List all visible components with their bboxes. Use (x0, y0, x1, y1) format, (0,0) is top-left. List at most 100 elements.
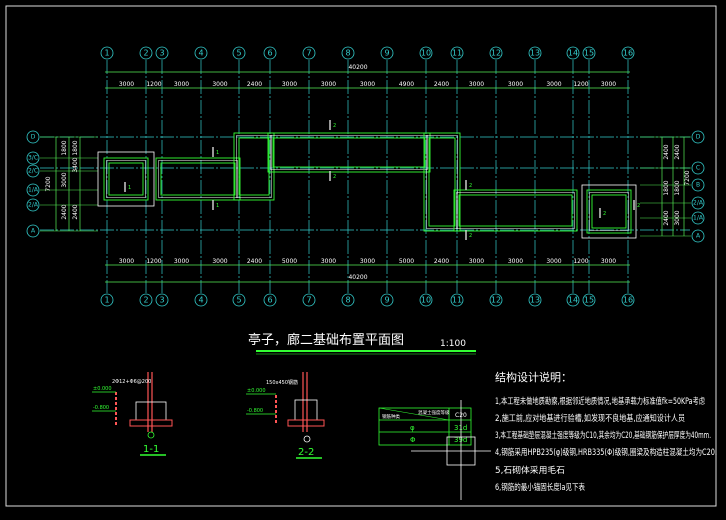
axis-label: 13 (530, 296, 540, 305)
section-cut-label: 1 (216, 203, 219, 209)
corridor-foundation-wall (423, 132, 461, 232)
axis-bubble (621, 46, 635, 60)
axis-bubble (26, 224, 40, 238)
notes-title: 结构设计说明： (495, 370, 572, 384)
table-header: 混凝土强度等级 (418, 409, 450, 416)
axis-bubble (489, 46, 503, 60)
axis-bubble (691, 178, 705, 192)
axis-bubble (139, 293, 153, 307)
axis-bubble (691, 161, 705, 175)
axis-bubble (263, 293, 277, 307)
axis-bubble (450, 46, 464, 60)
axis-bubble (194, 293, 208, 307)
left-pavilion-footing (108, 162, 144, 196)
corridor-foundation-wall (233, 132, 275, 201)
elevation-label: ±0.000 (93, 386, 112, 392)
axis-label: 12 (491, 296, 501, 305)
dimension-text: 3000 (321, 81, 336, 88)
dimension-text: 5000 (399, 258, 414, 265)
section-cut-label: 1 (128, 185, 131, 191)
axis-bubble (26, 183, 40, 197)
design-notes: 结构设计说明： 1,本工程未做地质勘察,根据邻近地质情况,地基承载力标准值fk=… (495, 370, 717, 493)
dimension-text: 3000 (174, 81, 189, 88)
axis-bubble (26, 164, 40, 178)
left-pavilion-outline (97, 151, 155, 207)
axis-bubble (100, 293, 114, 307)
axis-bubble (582, 46, 596, 60)
elevation-label: -0.800 (247, 408, 263, 414)
section-cut-label: 1 (216, 150, 219, 156)
section-cut-label: 2 (333, 174, 336, 180)
dimension-text: 1800 (663, 180, 670, 195)
axis-bubble (621, 293, 635, 307)
dimension-text: 1200 (573, 258, 588, 265)
axis-label: B (696, 182, 700, 189)
corridor-foundation-wall (155, 157, 241, 201)
axis-label: 14 (568, 49, 578, 58)
corridor-foundation-wall (158, 160, 238, 198)
section-label: 2-2 (298, 447, 314, 458)
axis-bubble (528, 293, 542, 307)
axis-bubble (26, 198, 40, 212)
section-label: 1-1 (143, 444, 159, 455)
axis-bubble (232, 46, 246, 60)
axis-label: 11 (452, 296, 462, 305)
axis-label: 10 (421, 49, 431, 58)
dimension-text: 3000 (360, 81, 375, 88)
axis-bubble (691, 211, 705, 225)
axis-bubble (155, 46, 169, 60)
axis-label: 2/A (28, 202, 39, 209)
axis-bubble (139, 46, 153, 60)
axis-label: 1/A (693, 215, 704, 222)
note-item: 2,施工前,应对地基进行验槽,如发现不良地基,应通知设计人员 (495, 413, 685, 424)
corridor-foundation-wall (272, 137, 426, 168)
axis-bubble (341, 46, 355, 60)
axis-label: 2/A (693, 200, 704, 207)
table-cell: Φ (410, 436, 416, 444)
dimension-text: 3000 (601, 81, 616, 88)
axis-bubble (566, 293, 580, 307)
axis-bubble (691, 229, 705, 243)
axis-bubble (302, 46, 316, 60)
dimension-text: 2400 (663, 144, 670, 159)
section-cut-label: 2 (333, 123, 336, 129)
corridor-foundation-wall (267, 132, 431, 173)
dimension-text: 3000 (282, 81, 297, 88)
note-item: 1,本工程未做地质勘察,根据邻近地质情况,地基承载力标准值fk=50KPa考虑 (495, 396, 705, 407)
dimension-text: 3000 (674, 210, 681, 225)
axis-label: 4 (198, 296, 203, 305)
elevation-label: -0.800 (93, 405, 109, 411)
axis-label: D (31, 134, 36, 141)
axis-bubble (450, 293, 464, 307)
axis-bubble (380, 293, 394, 307)
corridor-foundation-wall (428, 137, 456, 227)
axis-bubble (100, 46, 114, 60)
axis-label: C (696, 165, 700, 172)
dimension-text: 3000 (601, 258, 616, 265)
drawing-scale: 1:100 (440, 339, 466, 349)
axis-bubble (582, 293, 596, 307)
dimension-text: 7200 (45, 176, 52, 191)
axis-label: 1 (104, 49, 109, 58)
axis-bubble (528, 46, 542, 60)
drawing-frame (5, 5, 717, 507)
rebar-note: 150x450钢筋 (266, 379, 298, 386)
dimension-text: 3000 (469, 81, 484, 88)
axis-label: 7 (306, 49, 311, 58)
dimension-text: 3000 (546, 258, 561, 265)
axis-label: 3/C (28, 155, 38, 162)
axis-label: A (31, 228, 36, 235)
corridor-foundation-wall (160, 162, 236, 196)
dimension-text: 2400 (674, 144, 681, 159)
dimension-text: 3000 (546, 81, 561, 88)
dimension-text: 3400 (72, 157, 79, 172)
axis-bubble (232, 293, 246, 307)
corridor-foundation-wall (270, 135, 428, 170)
axis-bubble (302, 293, 316, 307)
elevation-label: ±0.000 (247, 388, 266, 394)
dimension-text: 2400 (434, 258, 449, 265)
dimension-text: 2400 (434, 81, 449, 88)
axis-label: 1 (104, 296, 109, 305)
axis-label: 5 (236, 49, 241, 58)
